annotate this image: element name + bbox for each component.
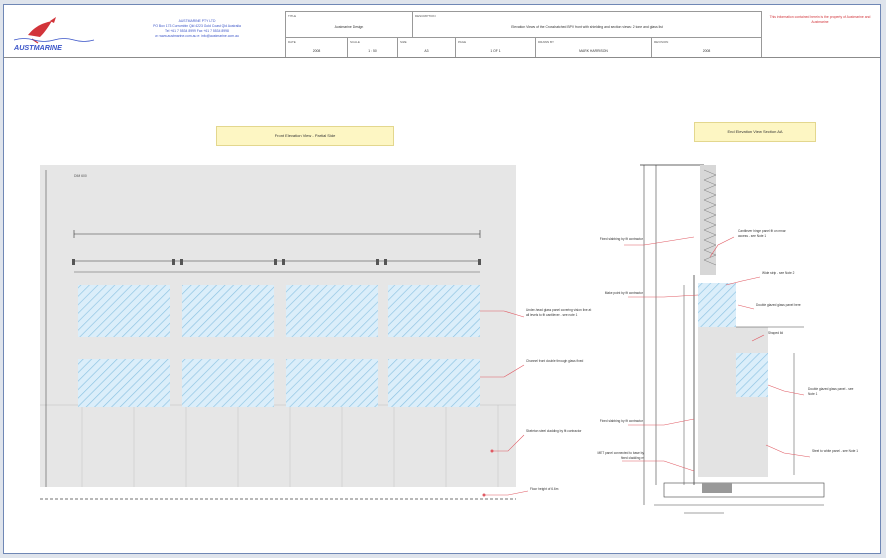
title-value: Austmarine Design [334, 25, 364, 29]
title-cell: TITLE Austmarine Design [285, 11, 412, 38]
revision-cell: REVISION 2008 [651, 38, 762, 57]
section-glass-lower [736, 353, 768, 397]
section-view-title: End Elevation View Section AA [694, 122, 816, 142]
callout-cantilever-hinge: Cantilever hinge panel fit on mnar acces… [738, 229, 786, 238]
callout-fixed-slabbing-lower: Fixed slabbing by fit contractor [599, 419, 643, 423]
glass-panel [182, 285, 274, 337]
page-cell: PAGE 1 OF 1 [455, 38, 535, 57]
callout-floor-height: Floor height of 6.6m [530, 487, 559, 491]
drawn-by-label: DRAWN BY [538, 40, 555, 44]
size-label: SIZE [400, 40, 407, 44]
glass-panel [78, 359, 170, 407]
glass-panel [388, 359, 480, 407]
callout-steel-white-panel: Steel to white panel - see Note 1 [812, 449, 859, 453]
glass-panel [286, 359, 378, 407]
page-label: PAGE [458, 40, 467, 44]
callout-double-glazed: Double glazed glass panel here [756, 303, 801, 307]
glass-panel [182, 359, 274, 407]
drawing-sheet: AUSTMARINE AUSTMARINE PTY LTD PO Box 173… [3, 4, 881, 554]
company-line: PO Box 173 Currumbin Qld 4223 Gold Coast… [153, 24, 241, 28]
logo-wordmark: AUSTMARINE [13, 43, 62, 52]
front-view-title: Front Elevation View - Partial Side [216, 126, 394, 146]
page-value: 1 OF 1 [490, 49, 501, 53]
scale-cell: SCALE 1 : 50 [347, 38, 397, 57]
glass-panel [78, 285, 170, 337]
wall-section [700, 165, 716, 275]
revision-value: 2008 [702, 49, 711, 53]
drawn-by-value: MARK HARRISON [579, 49, 608, 53]
revision-label: REVISION [654, 40, 669, 44]
company-line: Tel +61 7 5534 8999 Fax +61 7 5534 8998 [165, 29, 229, 33]
callout-channel-front: Channel front double through glass fixed [526, 359, 584, 363]
austmarine-logo: AUSTMARINE [13, 17, 95, 52]
company-line: AUSTMARINE PTY LTD [178, 19, 216, 23]
section-glass-upper [698, 283, 736, 327]
callout-double-glazed-lower: Double glazed glass panel - see Note 1 [808, 387, 854, 396]
drawing-canvas: DIM 600 [40, 164, 825, 514]
callout-met-panel: MET panel connected to base by fixed cla… [597, 451, 644, 460]
section-elevation [622, 164, 825, 514]
ownership-note: This information contained herein is the… [769, 15, 871, 24]
scale-label: SCALE [350, 40, 360, 44]
callout-wide-strip: Wide strip - see Note 2 [762, 271, 795, 275]
title-label: TITLE [288, 14, 297, 18]
callout-steel-cladding: Skeleton steel cladding by fit contracto… [526, 429, 582, 433]
callout-glass-panel: Under-head glass panel covering vision l… [526, 308, 592, 317]
callout-fixed-slabbing: Fixed slabbing by fit contractor [599, 237, 643, 241]
date-cell: DATE 2008 [285, 38, 347, 57]
company-contact: AUSTMARINE PTY LTD PO Box 173 Currumbin … [112, 19, 282, 39]
description-cell: DESCRIPTION Elevation Views of the Cross… [412, 11, 762, 38]
section-lower-block [698, 327, 768, 477]
date-label: DATE [288, 40, 296, 44]
callout-shaped-lid: Shaped lid [768, 331, 784, 335]
lower-cladding [40, 405, 516, 487]
drawn-by-cell: DRAWN BY MARK HARRISON [535, 38, 651, 57]
callout-make-point: Make point by fit contractor [604, 291, 643, 295]
glass-panel [286, 285, 378, 337]
description-value: Elevation Views of the Crosshatched BPV … [511, 25, 663, 29]
scale-value: 1 : 50 [368, 49, 377, 53]
title-block: AUSTMARINE AUSTMARINE PTY LTD PO Box 173… [4, 5, 880, 58]
front-elevation: DIM 600 [40, 165, 529, 500]
company-line: w: www.austmarine.com.au e: info@austmar… [155, 34, 239, 38]
size-cell: SIZE A3 [397, 38, 455, 57]
date-value: 2008 [312, 49, 321, 53]
size-value: A3 [424, 49, 429, 53]
top-dimension-label: DIM 600 [74, 174, 87, 178]
description-label: DESCRIPTION [415, 14, 436, 18]
glass-panel [388, 285, 480, 337]
